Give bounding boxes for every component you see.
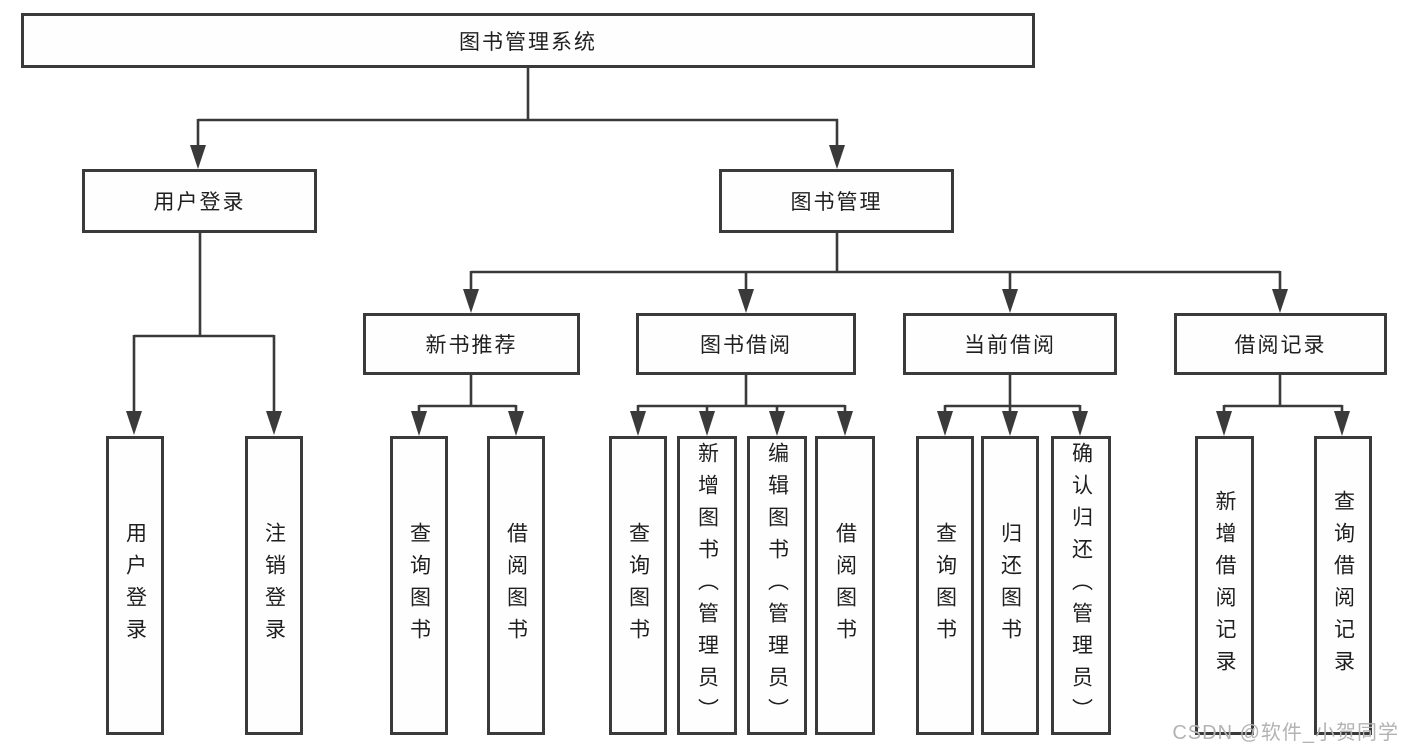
- leaf-label: 借阅图书: [504, 521, 528, 650]
- node-leaf-add-borrow-record: 新增借阅记录: [1195, 436, 1254, 735]
- node-leaf-add-books-admin: 新增图书（管理员）: [677, 436, 737, 735]
- node-leaf-query-books-1: 查询图书: [390, 436, 448, 735]
- leaf-label: 查询图书: [407, 521, 431, 650]
- connector-root-to-level2: [190, 68, 845, 169]
- node-leaf-return-books: 归还图书: [981, 436, 1039, 735]
- node-leaf-edit-books-admin: 编辑图书（管理员）: [747, 436, 807, 735]
- node-leaf-confirm-return-admin: 确认归还（管理员）: [1051, 436, 1111, 735]
- node-leaf-user-login: 用户登录: [106, 436, 164, 735]
- leaf-label: 新增图书（管理员）: [695, 441, 719, 730]
- leaf-label: 查询图书: [933, 521, 957, 650]
- node-book-management: 图书管理: [719, 169, 954, 233]
- leaf-label: 查询图书: [626, 521, 650, 650]
- node-root-system: 图书管理系统: [21, 13, 1035, 68]
- watermark-text: CSDN @软件_小贺同学: [1172, 722, 1399, 744]
- node-user-login: 用户登录: [82, 169, 317, 233]
- leaf-label: 查询借阅记录: [1331, 489, 1355, 682]
- connector-newbook-to-leaves: [411, 375, 524, 436]
- node-leaf-query-books-2: 查询图书: [609, 436, 667, 735]
- leaf-label: 新增借阅记录: [1213, 489, 1236, 682]
- connector-borrowrecords-to-leaves: [1216, 375, 1350, 436]
- node-book-borrow: 图书借阅: [636, 313, 856, 375]
- node-borrow-records: 借阅记录: [1174, 313, 1387, 375]
- leaf-label: 确认归还（管理员）: [1069, 441, 1093, 730]
- connector-userlogin-to-leaves: [126, 233, 282, 435]
- node-current-borrow: 当前借阅: [903, 313, 1117, 375]
- leaf-label: 注销登录: [262, 521, 286, 650]
- leaf-label: 借阅图书: [833, 521, 857, 650]
- node-new-book-recommend: 新书推荐: [363, 313, 580, 375]
- leaf-label: 编辑图书（管理员）: [765, 441, 789, 730]
- leaf-label: 用户登录: [123, 521, 147, 650]
- connector-bookmgmt-to-level3: [463, 233, 1288, 313]
- leaf-label: 归还图书: [998, 521, 1022, 650]
- node-leaf-logout: 注销登录: [245, 436, 303, 735]
- connector-bookborrow-to-leaves: [630, 375, 853, 436]
- connector-currentborrow-to-leaves: [937, 375, 1088, 436]
- node-leaf-query-books-3: 查询图书: [916, 436, 974, 735]
- node-leaf-borrow-books-1: 借阅图书: [487, 436, 545, 735]
- node-leaf-query-borrow-record: 查询借阅记录: [1314, 436, 1372, 735]
- node-leaf-borrow-books-2: 借阅图书: [815, 436, 875, 735]
